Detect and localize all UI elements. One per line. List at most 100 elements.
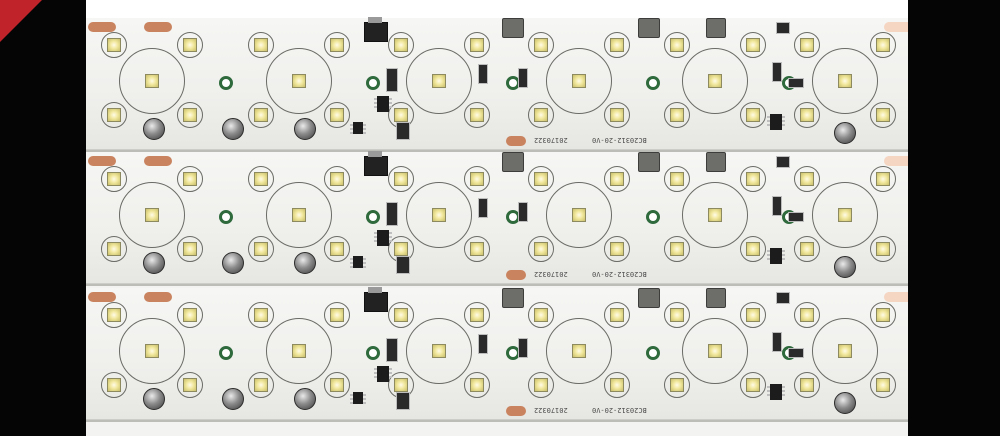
led-pad-outline <box>528 102 554 128</box>
led-pad-outline <box>794 372 820 398</box>
resistor <box>478 334 488 354</box>
via-ring <box>219 210 233 224</box>
led-chip <box>610 378 624 392</box>
copper-pad <box>88 156 116 166</box>
led-ring-outline <box>119 318 185 384</box>
led-pad-outline <box>464 166 490 192</box>
resistor <box>396 256 410 274</box>
led-chip <box>292 74 306 88</box>
resistor <box>396 392 410 410</box>
led-pad-outline <box>870 102 896 128</box>
led-chip <box>145 208 159 222</box>
capacitor <box>294 252 316 274</box>
led-pad-outline <box>604 32 630 58</box>
led-chip <box>838 344 852 358</box>
led-chip <box>670 308 684 322</box>
led-ring-outline <box>812 182 878 248</box>
via-ring <box>219 346 233 360</box>
capacitor <box>834 256 856 278</box>
board-code-text: BC20312-20-V0 <box>592 136 647 144</box>
capacitor <box>143 388 165 410</box>
led-chip <box>746 308 760 322</box>
top-white-band <box>86 0 908 18</box>
copper-pad <box>506 270 526 280</box>
ic-chip <box>350 256 366 270</box>
resistor <box>788 348 804 358</box>
resistor <box>518 202 528 222</box>
led-pad-outline <box>604 166 630 192</box>
led-chip <box>470 308 484 322</box>
led-chip <box>610 242 624 256</box>
led-pad-outline <box>248 166 274 192</box>
ic-chip <box>767 384 785 400</box>
copper-pad <box>144 22 172 32</box>
led-pad-outline <box>177 236 203 262</box>
led-chip <box>394 172 408 186</box>
led-pad-outline <box>101 372 127 398</box>
led-chip <box>746 38 760 52</box>
led-pad-outline <box>101 32 127 58</box>
led-chip <box>838 74 852 88</box>
resistor <box>788 212 804 222</box>
ic-chip <box>374 366 392 382</box>
led-pad-outline <box>177 166 203 192</box>
strip-edge <box>86 283 908 286</box>
led-pad-outline <box>177 372 203 398</box>
via-ring <box>646 346 660 360</box>
led-chip <box>107 378 121 392</box>
led-chip <box>838 208 852 222</box>
led-chip <box>254 378 268 392</box>
ic-chip <box>350 392 366 406</box>
led-pad-outline <box>324 32 350 58</box>
resistor <box>478 64 488 84</box>
led-chip <box>183 38 197 52</box>
inductor <box>638 152 660 172</box>
ic-chip <box>374 230 392 246</box>
led-pad-outline <box>464 236 490 262</box>
strip-edge <box>86 149 908 152</box>
inductor <box>706 288 726 308</box>
ic-chip <box>767 248 785 264</box>
led-ring-outline <box>682 48 748 114</box>
led-pad-outline <box>664 236 690 262</box>
voltage-regulator <box>364 287 388 312</box>
led-chip <box>107 108 121 122</box>
led-pad-outline <box>248 372 274 398</box>
led-chip <box>572 344 586 358</box>
led-pad-outline <box>177 32 203 58</box>
led-chip <box>708 208 722 222</box>
led-pad-outline <box>101 302 127 328</box>
inductor <box>706 18 726 38</box>
led-chip <box>534 172 548 186</box>
led-chip <box>876 38 890 52</box>
led-chip <box>670 172 684 186</box>
led-ring-outline <box>119 48 185 114</box>
led-pad-outline <box>740 302 766 328</box>
led-chip <box>746 108 760 122</box>
led-chip <box>183 242 197 256</box>
led-chip <box>800 242 814 256</box>
board-date-text: 20170322 <box>534 136 568 144</box>
led-chip <box>107 308 121 322</box>
via-ring <box>366 346 380 360</box>
led-pad-outline <box>101 102 127 128</box>
led-ring-outline <box>546 182 612 248</box>
led-chip <box>292 344 306 358</box>
led-pad-outline <box>324 166 350 192</box>
led-ring-outline <box>406 48 472 114</box>
led-chip <box>292 208 306 222</box>
ic-chip <box>350 122 366 136</box>
led-ring-outline <box>406 182 472 248</box>
led-chip <box>330 242 344 256</box>
led-chip <box>254 38 268 52</box>
copper-pad <box>506 406 526 416</box>
resistor <box>386 202 398 226</box>
board-date-text: 20170322 <box>534 270 568 278</box>
led-pad-outline <box>528 236 554 262</box>
led-pad-outline <box>388 32 414 58</box>
inductor <box>638 18 660 38</box>
led-chip <box>330 172 344 186</box>
led-pad-outline <box>740 236 766 262</box>
